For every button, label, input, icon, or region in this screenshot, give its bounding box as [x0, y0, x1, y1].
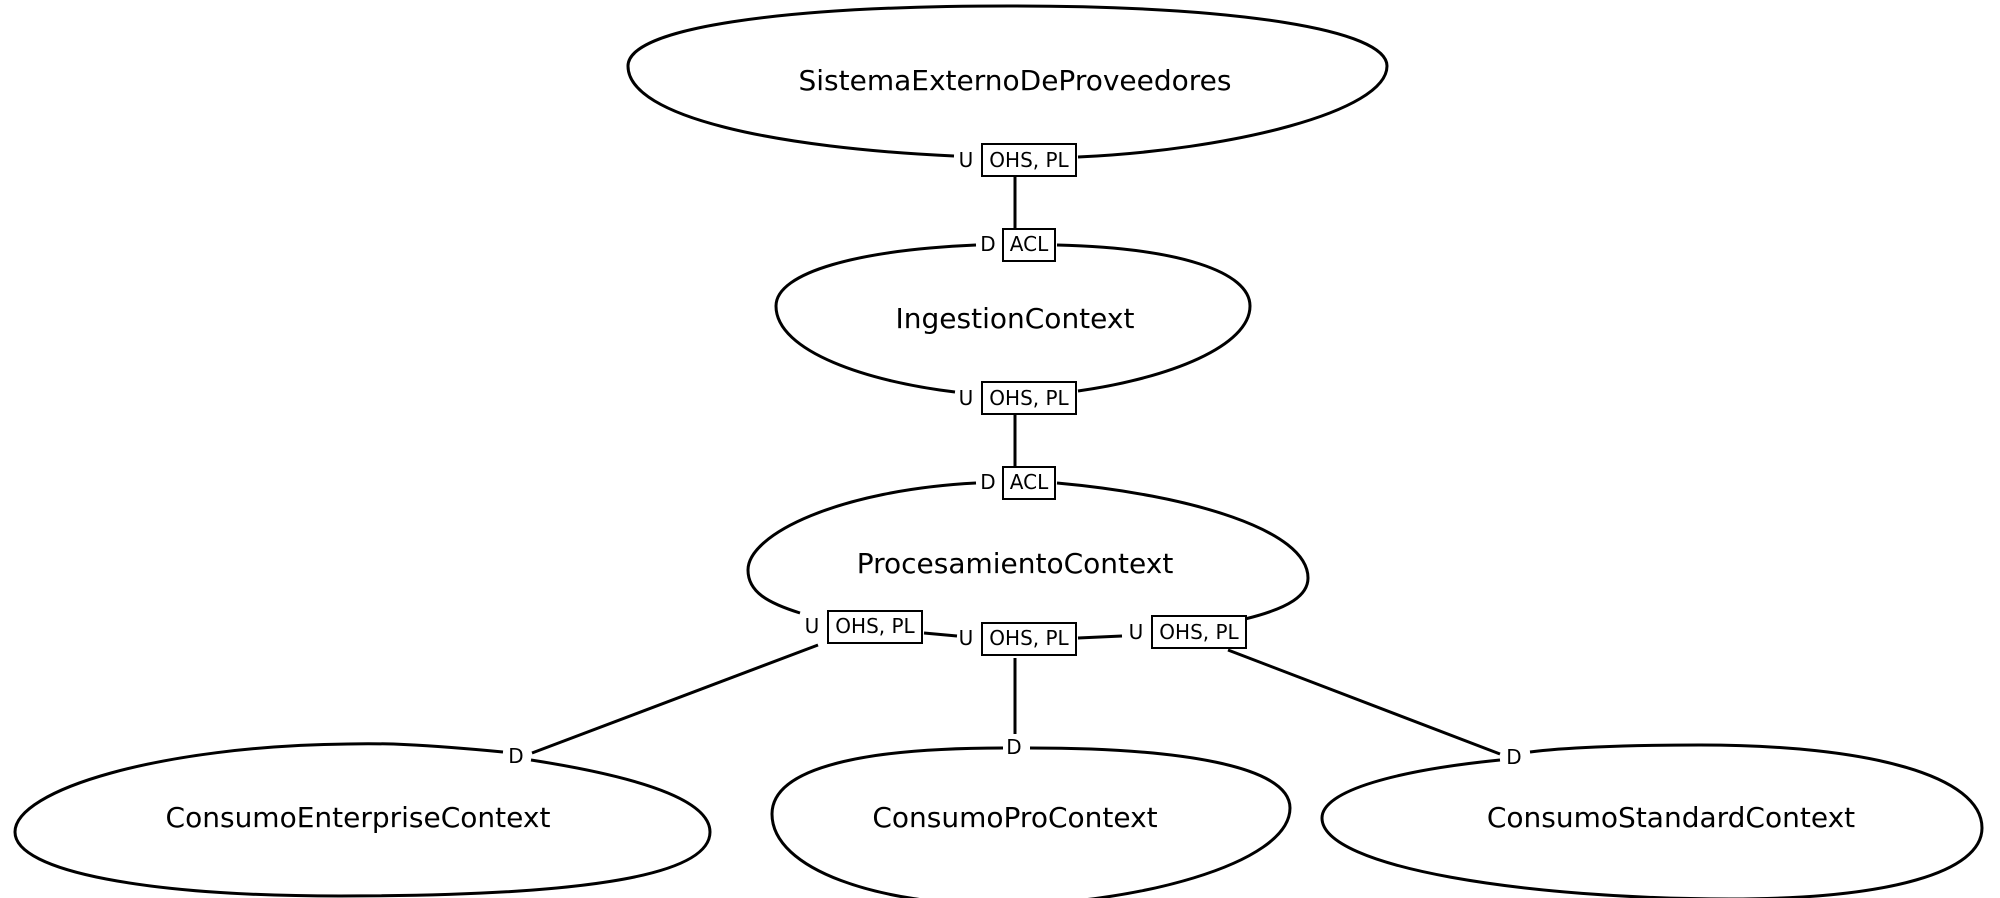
downstream-role-marker: D [980, 232, 995, 256]
context-label-sistema-externo-de-proveedores: SistemaExternoDeProveedores [799, 64, 1232, 97]
downstream-pattern-label: ACL [1010, 470, 1049, 494]
relation-line-procesamiento-enterprise [531, 643, 819, 755]
upstream-pattern-box [827, 610, 923, 644]
upstream-pattern-label: OHS, PL [989, 148, 1069, 172]
upstream-role-marker: U [959, 626, 974, 650]
upstream-pattern-label: OHS, PL [989, 626, 1069, 650]
context-ellipse-ingestion-context [774, 243, 1252, 394]
upstream-pattern-box [1151, 615, 1247, 649]
upstream-role-marker: U [805, 614, 820, 638]
relation-line-procesamiento-standard [1227, 648, 1501, 756]
downstream-pattern-box [1002, 466, 1056, 500]
downstream-pattern-box [1002, 228, 1056, 262]
downstream-pattern-label: ACL [1010, 232, 1049, 256]
context-ellipse-consumo-enterprise-context [13, 742, 712, 898]
downstream-role-marker: D [1506, 745, 1521, 769]
downstream-role-marker: D [980, 470, 995, 494]
relation-line-procesamiento-pro [923, 631, 1123, 734]
upstream-pattern-label: OHS, PL [1159, 620, 1239, 644]
upstream-pattern-box [981, 622, 1077, 656]
context-ellipse-consumo-standard-context [1320, 743, 1984, 898]
downstream-role-marker: D [508, 744, 523, 768]
upstream-pattern-box [981, 381, 1077, 415]
context-label-consumo-enterprise-context: ConsumoEnterpriseContext [166, 801, 551, 834]
upstream-role-marker: U [1129, 620, 1144, 644]
context-label-procesamiento-context: ProcesamientoContext [857, 547, 1174, 580]
context-label-ingestion-context: IngestionContext [896, 302, 1135, 335]
upstream-pattern-label: OHS, PL [835, 614, 915, 638]
context-ellipse-consumo-pro-context [770, 746, 1292, 898]
context-label-consumo-pro-context: ConsumoProContext [872, 801, 1157, 834]
context-label-consumo-standard-context: ConsumoStandardContext [1487, 801, 1855, 834]
upstream-pattern-label: OHS, PL [989, 386, 1069, 410]
upstream-role-marker: U [959, 386, 974, 410]
context-ellipse-procesamiento-context [746, 481, 1310, 621]
upstream-role-marker: U [959, 148, 974, 172]
upstream-pattern-box [981, 143, 1077, 177]
downstream-role-marker: D [1006, 735, 1021, 759]
context-ellipse-sistema-externo-de-proveedores [626, 4, 1389, 159]
